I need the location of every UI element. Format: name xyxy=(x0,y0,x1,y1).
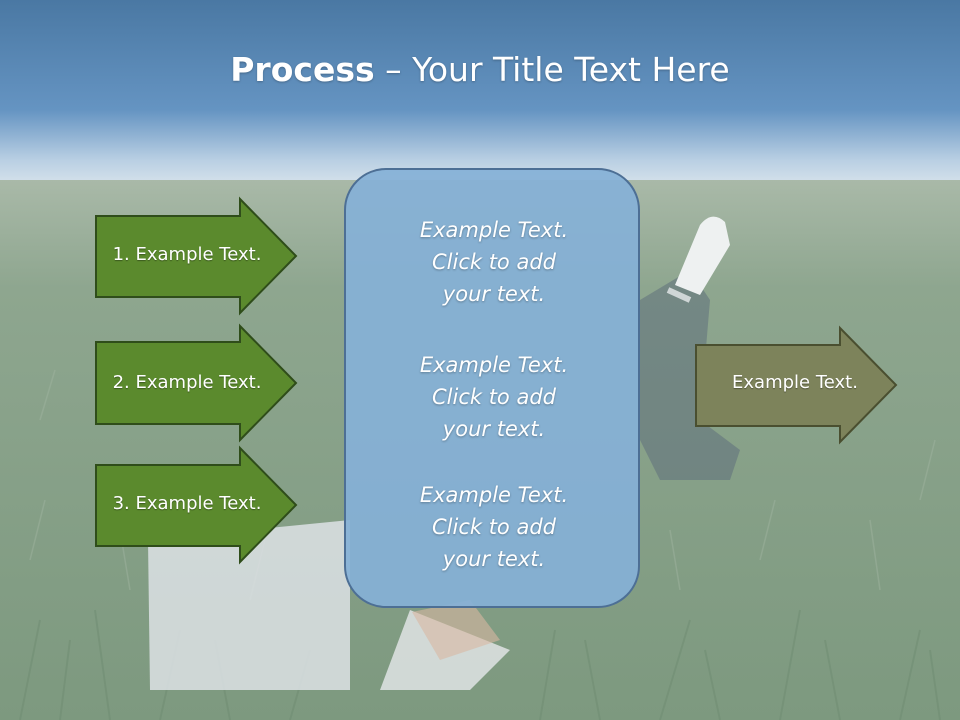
left-arrow-1-shape[interactable] xyxy=(95,196,298,316)
center-box-item-1[interactable]: Example Text. Click to add your text. xyxy=(419,218,569,306)
left-arrow-2-label[interactable]: 2. Example Text. xyxy=(112,372,262,393)
center-box-item-2[interactable]: Example Text. Click to add your text. xyxy=(419,353,569,441)
title-rest: – Your Title Text Here xyxy=(374,50,730,89)
left-arrow-3-shape[interactable] xyxy=(95,445,298,565)
slide-title: Process – Your Title Text Here xyxy=(0,50,960,89)
right-arrow-shape[interactable] xyxy=(695,325,898,445)
left-arrow-1-label[interactable]: 1. Example Text. xyxy=(112,244,262,265)
right-arrow-label[interactable]: Example Text. xyxy=(732,372,858,393)
left-arrow-2-shape[interactable] xyxy=(95,323,298,443)
center-box-item-3[interactable]: Example Text. Click to add your text. xyxy=(419,483,569,571)
left-arrow-3-label[interactable]: 3. Example Text. xyxy=(112,493,262,514)
center-text-box[interactable]: Example Text. Click to add your text. Ex… xyxy=(344,168,640,608)
title-bold: Process xyxy=(230,50,375,89)
